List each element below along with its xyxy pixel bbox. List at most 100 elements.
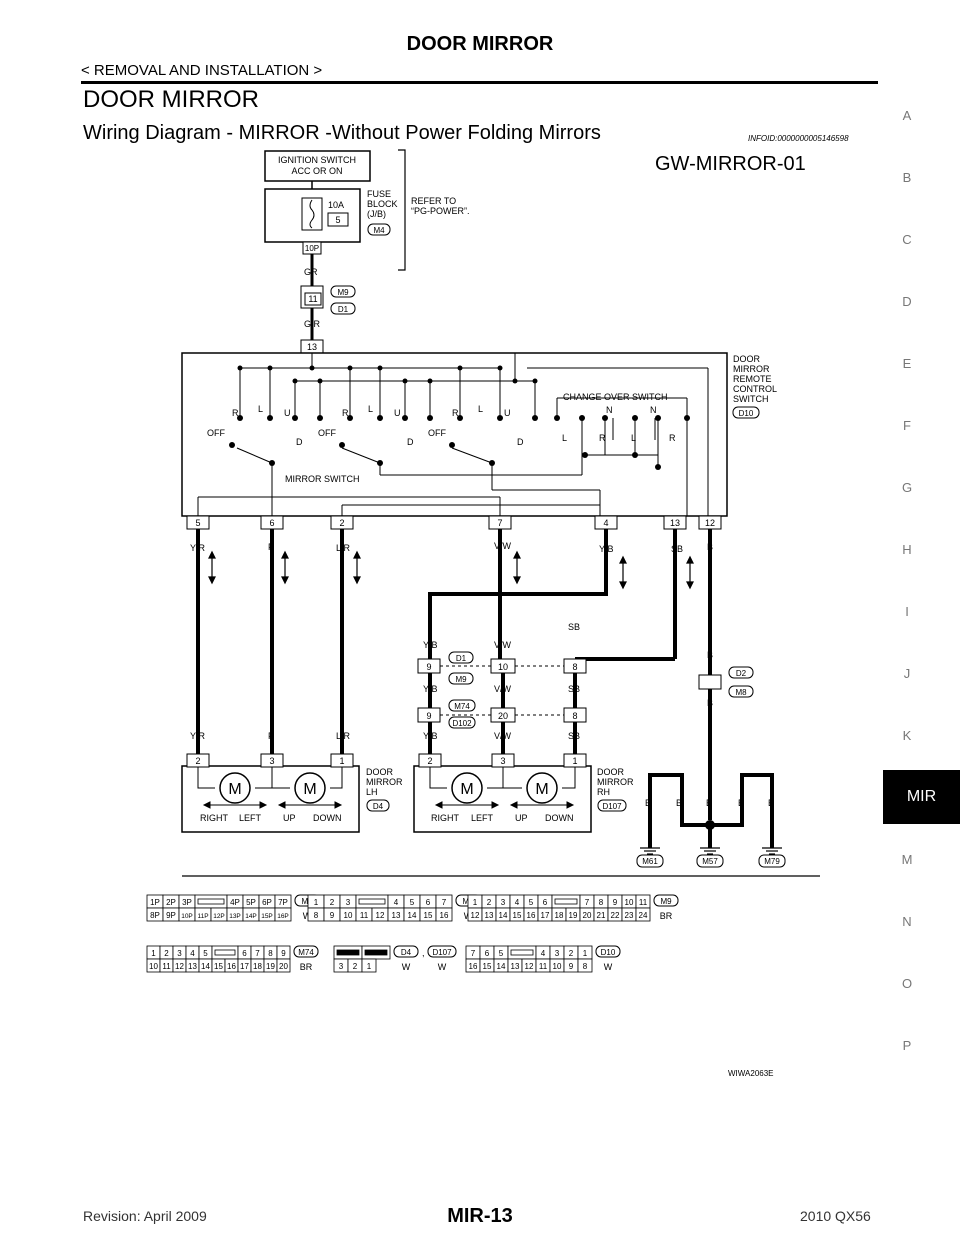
joint-pin-box	[304, 292, 322, 306]
harness-wires	[196, 529, 712, 820]
index-letter-p[interactable]: P	[902, 1038, 912, 1053]
connector-m8-pin-label: 5	[410, 898, 415, 907]
index-letter-m[interactable]: M	[901, 852, 913, 867]
connector-m8-pin-label: 15	[424, 911, 433, 920]
switch-pin-12: 12	[705, 518, 715, 528]
connector-d4-pin-label: 3	[339, 962, 344, 971]
jc1-top-wire-y-b: Y/B	[423, 640, 438, 650]
rh-name-line-1: DOOR	[597, 767, 625, 777]
index-tab-mir-active[interactable]: MIR	[883, 770, 960, 824]
change-over-n-1: N	[606, 405, 613, 415]
connector-m8-pin-label: 3	[346, 898, 351, 907]
index-letter-o[interactable]: O	[901, 976, 913, 991]
connector-m74-pin-label: 6	[242, 949, 247, 958]
mirror-switch-label: MIRROR SWITCH	[285, 474, 360, 484]
switch-bottom-pins	[186, 515, 722, 530]
jc2-conn-m74: M74	[454, 702, 470, 711]
index-letter-j[interactable]: J	[903, 666, 911, 681]
connector-m9-pin-label: 9	[613, 898, 618, 907]
index-letter-k[interactable]: K	[902, 728, 912, 743]
connector-m4-pin-label: 10P	[181, 913, 193, 920]
index-letter-h[interactable]: H	[902, 542, 912, 557]
mirror-switch-d-2: D	[407, 437, 414, 447]
connector-m9-pin-label: 24	[639, 911, 648, 920]
connector-m4-pin-label: 7P	[278, 898, 288, 907]
connector-m4-pin-label: 1P	[150, 898, 160, 907]
ground-conn-m57: M57	[702, 857, 718, 866]
connector-m9-pin-label: 17	[541, 911, 550, 920]
connector-d10-pin-label: 12	[525, 962, 534, 971]
rh-motor-label-2: M	[535, 781, 548, 798]
fuse-element-icon	[309, 199, 315, 229]
connector-d107-id-oval	[427, 945, 457, 958]
connector-m74-pin-label: 11	[162, 962, 171, 971]
remote-control-switch-box	[181, 352, 728, 517]
lh-internal-wiring	[197, 767, 343, 789]
connector-m9-pin-label: 10	[625, 898, 634, 907]
jc2-pin-8: 8	[572, 711, 577, 721]
jc2-pin-20: 20	[498, 711, 508, 721]
jc1-pin-10: 10	[498, 662, 508, 672]
index-letter-i[interactable]: I	[905, 604, 909, 619]
connector-d4-id-oval	[393, 945, 419, 958]
jc1-bot-wire-y-b: Y/B	[423, 684, 438, 694]
connector-m9-pin-label: 1	[473, 898, 478, 907]
fuse-block-box	[264, 188, 361, 243]
lh-wire-l-r: L/R	[336, 731, 351, 741]
ground-wire-b-3: B	[706, 798, 712, 808]
connector-m4-pin-label: 14P	[245, 913, 257, 920]
connector-m9-pin-label: 15	[513, 911, 522, 920]
connector-d10-pin-label: 15	[483, 962, 492, 971]
index-letter-e[interactable]: E	[902, 356, 912, 371]
connector-m9-pin-label: 14	[499, 911, 508, 920]
fuse-number-box	[327, 212, 349, 227]
connector-m74-pin-label: 20	[279, 962, 288, 971]
index-letter-g[interactable]: G	[901, 480, 913, 495]
jc1-conn-m9-oval	[448, 672, 474, 685]
connector-m8-pin-label: 2	[330, 898, 335, 907]
connector-m8-pin-label: 11	[360, 911, 369, 920]
connector-m8-pin-label: 13	[392, 911, 401, 920]
index-letter-b[interactable]: B	[902, 170, 912, 185]
footer-page-number: MIR-13	[447, 1205, 513, 1227]
conn-m9-oval	[330, 285, 356, 298]
figure-id: WIWA2063E	[728, 1069, 774, 1078]
conn-m9: M9	[337, 288, 349, 297]
connector-d10-pin-label: 8	[583, 962, 588, 971]
mirror-switch-l-1: L	[258, 404, 263, 414]
jc1-bot-wire-v-w: V/W	[494, 684, 512, 694]
mirror-switch-r-1: R	[232, 408, 239, 418]
connector-d10-pin-label: 16	[469, 962, 478, 971]
connector-d10-color: W	[604, 962, 613, 972]
connector-m8-pin-label: 9	[330, 911, 335, 920]
mirror-switch-off-1: OFF	[207, 428, 225, 438]
connector-m4-cell	[274, 907, 292, 922]
index-letter-c[interactable]: C	[902, 232, 912, 247]
index-letter-d[interactable]: D	[902, 294, 912, 309]
index-letter-n[interactable]: N	[902, 914, 912, 929]
connector-latch-icon	[554, 898, 578, 905]
connector-m4-pin-label: 13P	[229, 913, 241, 920]
jc1-bot-wire-sb: SB	[568, 684, 580, 694]
connector-m74-pin-label: 15	[214, 962, 223, 971]
lh-name-line-3: LH	[366, 787, 378, 797]
connector-d10-cell	[577, 958, 593, 973]
rh-pin-2: 2	[427, 756, 432, 766]
rh-pin-3: 3	[500, 756, 505, 766]
connector-m4-id: M4	[301, 897, 313, 906]
connector-m74-cell	[276, 958, 291, 973]
mirror-switch-off-2: OFF	[318, 428, 336, 438]
index-letter-a[interactable]: A	[902, 108, 912, 123]
connector-d10-pin-label: 11	[539, 962, 548, 971]
connector-m9-pin-label: 23	[625, 911, 634, 920]
connector-m9-pin-label: 13	[485, 911, 494, 920]
connector-m4-pin-label: 12P	[213, 913, 225, 920]
connector-m9-pin-label: 6	[543, 898, 548, 907]
jc2-pin-9: 9	[426, 711, 431, 721]
connector-m9-pin-label: 4	[515, 898, 520, 907]
connector-d10-pin-label: 10	[553, 962, 562, 971]
connector-d10-pin-label: 1	[583, 949, 588, 958]
index-letter-f[interactable]: F	[903, 418, 911, 433]
connector-m74-pin-label: 12	[175, 962, 184, 971]
jc2-conn-d102: D102	[452, 719, 472, 728]
